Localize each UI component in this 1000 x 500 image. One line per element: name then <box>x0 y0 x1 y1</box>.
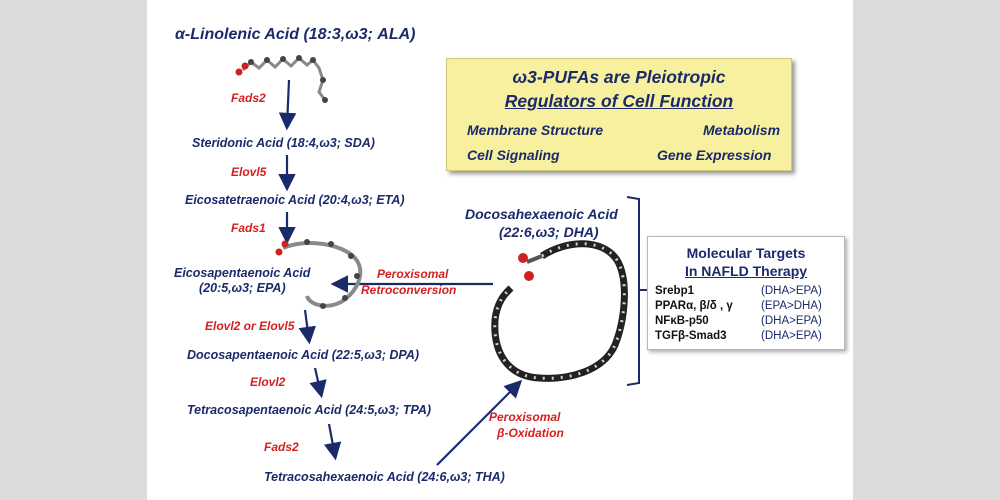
target-row: Srebp1 (DHA>EPA) <box>655 285 822 297</box>
target-value: (DHA>EPA) <box>761 285 822 297</box>
bracket <box>626 196 640 386</box>
enzyme-fads2-top: Fads2 <box>231 91 266 105</box>
molecular-targets-box: Molecular Targets In NAFLD Therapy Srebp… <box>647 236 845 350</box>
arrow-beta-oxidation <box>436 379 523 466</box>
ala-label: α-Linolenic Acid (18:3,ω3; ALA) <box>175 26 416 43</box>
pleiotropic-regulators-box: ω3-PUFAs are Pleiotropic Regulators of C… <box>446 58 792 171</box>
retroconversion-label-line2: Retroconversion <box>361 283 457 297</box>
tpa-label: Tetracosapentaenoic Acid (24:5,ω3; TPA) <box>187 403 432 417</box>
eta-label: Eicosatetraenoic Acid (20:4,ω3; ETA) <box>185 193 405 207</box>
arrow-dpa-tpa <box>309 367 327 399</box>
dha-label-line2: (22:6,ω3; DHA) <box>499 224 599 240</box>
enzyme-fads1: Fads1 <box>231 221 266 235</box>
dha-label-line1: Docosahexaenoic Acid <box>465 206 618 222</box>
info-item-membrane-structure: Membrane Structure <box>467 122 604 138</box>
target-row: TGFβ-Smad3 (DHA>EPA) <box>655 330 822 342</box>
ala-molecule-icon <box>235 55 328 103</box>
targets-title-line2: In NAFLD Therapy <box>684 263 808 279</box>
info-item-cell-signaling: Cell Signaling <box>467 147 560 163</box>
target-value: (DHA>EPA) <box>761 315 822 327</box>
beta-oxidation-label-line1: Peroxisomal <box>489 410 561 424</box>
target-row: PPARα, β/δ , γ (EPA>DHA) <box>655 300 822 312</box>
enzyme-elovl2-or-elovl5: Elovl2 or Elovl5 <box>205 319 295 333</box>
target-name: NFκB-p50 <box>655 315 709 327</box>
targets-title-line1: Molecular Targets <box>686 245 806 261</box>
target-value: (EPA>DHA) <box>761 300 822 312</box>
epa-label-line2: (20:5,ω3; EPA) <box>199 281 286 295</box>
target-value: (DHA>EPA) <box>761 330 822 342</box>
info-item-metabolism: Metabolism <box>703 122 781 138</box>
sda-label: Steridonic Acid (18:4,ω3; SDA) <box>192 136 375 150</box>
retroconversion-label-line1: Peroxisomal <box>377 267 449 281</box>
info-title-line1: ω3-PUFAs are Pleiotropic <box>512 67 726 87</box>
dha-molecule-icon <box>491 240 628 382</box>
enzyme-elovl5: Elovl5 <box>231 165 267 179</box>
target-name: Srebp1 <box>655 285 694 297</box>
figure-panel: α-Linolenic Acid (18:3,ω3; ALA) Steridon… <box>147 0 853 500</box>
arrow-epa-dpa <box>298 309 316 345</box>
dpa-label: Docosapentaenoic Acid (22:5,ω3; DPA) <box>187 348 420 362</box>
pathway-arrows <box>235 55 647 466</box>
epa-label-line1: Eicosapentaenoic Acid <box>174 266 311 280</box>
beta-oxidation-label-line2: β-Oxidation <box>497 426 564 440</box>
target-row: NFκB-p50 (DHA>EPA) <box>655 315 822 327</box>
info-item-gene-expression: Gene Expression <box>657 147 772 163</box>
info-title-line2: Regulators of Cell Function <box>504 91 734 111</box>
tha-label: Tetracosahexaenoic Acid (24:6,ω3; THA) <box>264 470 505 484</box>
arrow-tpa-tha <box>323 423 342 461</box>
enzyme-elovl2: Elovl2 <box>250 375 286 389</box>
target-name: PPARα, β/δ , γ <box>655 300 733 312</box>
enzyme-fads2-bottom: Fads2 <box>264 440 299 454</box>
epa-molecule-icon <box>275 239 363 309</box>
arrow-ala-sda <box>278 79 297 131</box>
target-name: TGFβ-Smad3 <box>655 330 727 342</box>
